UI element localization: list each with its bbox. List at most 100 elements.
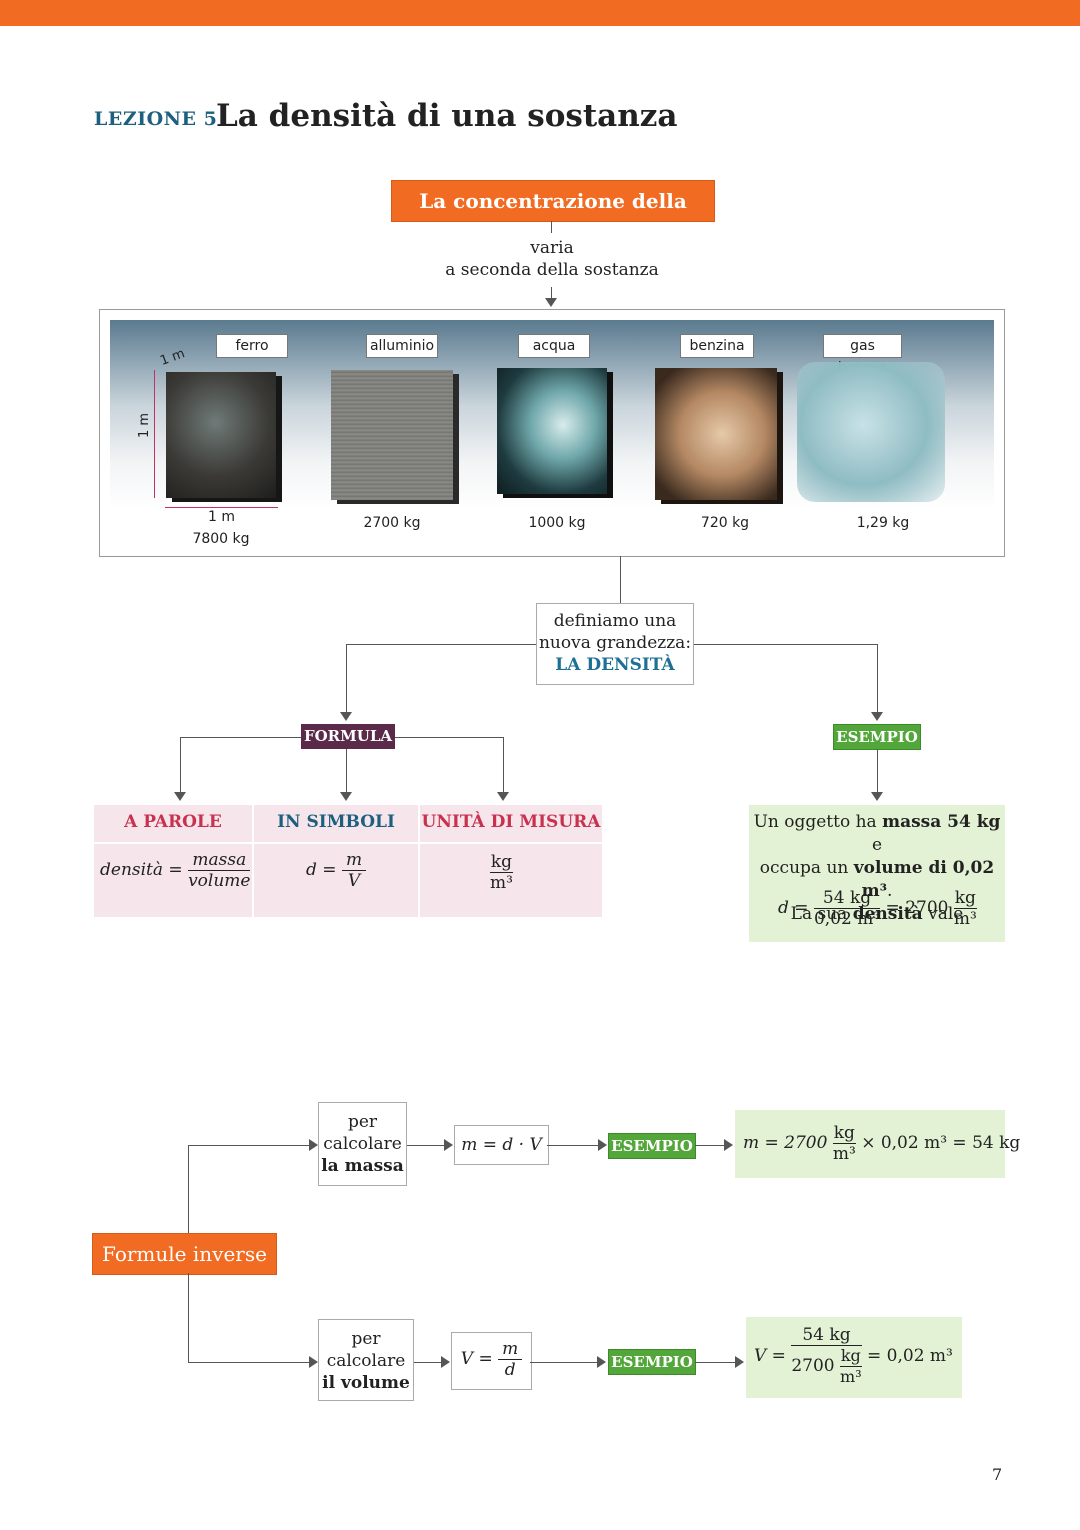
table-divider [418, 805, 420, 917]
arrow-down-icon [340, 792, 352, 801]
calc-numerator: 54 kg [813, 888, 881, 909]
connector-line [395, 737, 503, 738]
volume-formula-den: d [504, 1360, 516, 1380]
connector-line [346, 749, 347, 794]
connector-line [346, 644, 536, 645]
volume-example-den-unit-num: kg [840, 1346, 862, 1367]
dimension-line-vertical [154, 370, 155, 498]
cube-bottom-dimension: 1 m [208, 509, 235, 525]
connector-line [188, 1145, 189, 1233]
connector-line [407, 1145, 445, 1146]
column-header-words: A PAROLE [124, 812, 222, 832]
arrow-right-icon [724, 1139, 733, 1151]
mass-acqua: 1000 kg [528, 515, 586, 531]
cube-side-dimension: 1 m [137, 412, 153, 439]
arrow-right-icon [309, 1356, 318, 1368]
top-color-band [0, 0, 1080, 26]
example-text-part: vale [922, 904, 964, 924]
calc-mass-line-2: calcolare [323, 1134, 402, 1154]
definition-box: definiamo una nuova grandezza: LA DENSIT… [536, 603, 694, 685]
example-tag: ESEMPIO [833, 724, 921, 750]
connector-line [547, 1145, 599, 1146]
definition-line-1: definiamo una [553, 611, 677, 631]
petrol-cube-image [655, 368, 777, 500]
connector-line [346, 644, 347, 714]
connector-line [877, 749, 878, 794]
column-header-units: UNITÀ DI MISURA [421, 812, 601, 832]
symbols-denominator: V [347, 871, 361, 891]
connector-line [180, 737, 181, 794]
connector-line [877, 644, 878, 714]
mass-benzina: 720 kg [700, 515, 750, 531]
varies-line-2: a seconda della sostanza [445, 260, 659, 280]
volume-example-den-value: 2700 [791, 1356, 835, 1376]
formula-table [94, 805, 602, 917]
mass-gas-butano: 1,29 kg [856, 515, 910, 531]
mass-example-tag: ESEMPIO [608, 1133, 696, 1159]
iron-cube-image [166, 372, 276, 498]
arrow-right-icon [598, 1139, 607, 1151]
water-cube-image [497, 368, 607, 494]
volume-example-lhs: V = [754, 1346, 786, 1366]
words-denominator: volume [188, 871, 251, 891]
butane-gas-cube-image [797, 362, 945, 502]
connector-line [180, 737, 301, 738]
example-line-2: occupa un volume di 0,02 m³. [749, 857, 1005, 903]
connector-line [551, 221, 552, 233]
formula-tag: FORMULA [301, 724, 395, 749]
arrow-down-icon [340, 712, 352, 721]
calc-denominator: 0,02 m³ [813, 909, 881, 929]
mass-example-result: × 0,02 m³ = 54 kg [861, 1133, 1021, 1153]
arrow-right-icon [441, 1356, 450, 1368]
connector-line [620, 556, 621, 603]
connector-line [414, 1362, 442, 1363]
volume-example-tag: ESEMPIO [608, 1349, 696, 1375]
calc-volume-box: per calcolare il volume [318, 1319, 414, 1401]
volume-example-den-unit-den: m³ [840, 1367, 862, 1386]
example-line-3: La sua densità vale [749, 903, 1005, 926]
calc-mass-line-3: la massa [321, 1156, 404, 1176]
mass-example-lhs: m = 2700 [743, 1133, 828, 1153]
calc-unit-numerator: kg [953, 888, 977, 909]
mass-example-box [735, 1110, 1005, 1178]
connector-line [695, 1145, 725, 1146]
column-header-symbols: IN SIMBOLI [277, 812, 395, 832]
label-benzina: benzina [680, 334, 754, 358]
example-text-part: . [887, 881, 893, 901]
example-text-part: e [871, 835, 883, 855]
words-numerator: massa [188, 850, 251, 871]
example-text-part: Un oggetto ha [753, 812, 883, 832]
arrow-right-icon [444, 1139, 453, 1151]
volume-formula-lhs: V = [460, 1349, 493, 1369]
page-number: 7 [992, 1465, 1003, 1484]
connector-line [551, 287, 552, 299]
volume-formula-num: m [498, 1339, 523, 1360]
example-text-part: occupa un [759, 858, 854, 878]
varies-text: varia a seconda della sostanza [430, 237, 674, 281]
mass-example-unit-den: m³ [832, 1144, 856, 1164]
calc-result: = 2700 [885, 898, 949, 918]
arrow-right-icon [597, 1356, 606, 1368]
table-divider [252, 805, 254, 917]
aluminium-cube-image [331, 370, 453, 500]
varies-line-1: varia [530, 238, 574, 258]
inverse-formulas-box: Formule inverse [92, 1233, 277, 1275]
calc-mass-box: per calcolare la massa [318, 1102, 407, 1186]
example-density-word: densità [852, 904, 923, 924]
example-mass: massa 54 kg [882, 812, 1001, 832]
connector-line [530, 1362, 598, 1363]
calc-volume-line-2: calcolare [326, 1351, 406, 1371]
density-term: LA DENSITÀ [555, 655, 675, 675]
label-alluminio: alluminio [366, 334, 438, 358]
volume-example-result: = 0,02 m³ [867, 1346, 953, 1366]
calc-lhs: d = [778, 898, 809, 918]
mass-ferro: 7800 kg [192, 531, 250, 547]
arrow-down-icon [174, 792, 186, 801]
table-divider [94, 842, 602, 844]
